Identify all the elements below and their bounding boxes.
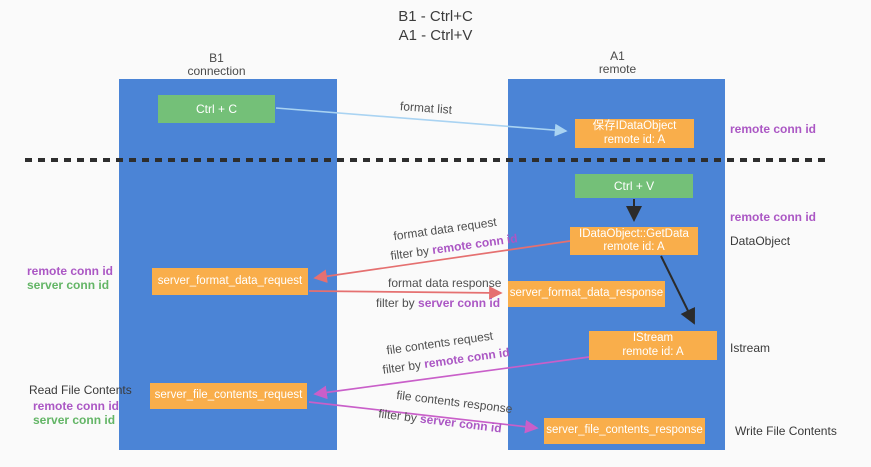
file-request-label: server_file_contents_request	[154, 389, 303, 402]
filter-by-prefix: filter by	[376, 296, 419, 310]
server-conn-id-ref: server conn id	[418, 296, 501, 310]
lane-b1-role: connection	[187, 64, 246, 78]
getdata-to-istream-arrow	[660, 255, 695, 325]
read-file-contents-annotation: Read File Contents	[29, 383, 132, 397]
remote-conn-id-annotation-bottom-left: remote conn id	[33, 399, 120, 413]
format-data-response-arrow	[308, 286, 503, 300]
remote-conn-id-annotation-left: remote conn id	[27, 264, 114, 278]
server-format-data-request-node: server_format_data_request	[152, 268, 308, 295]
save-dataobject-line2: remote id: A	[603, 133, 666, 146]
getdata-line1: IDataObject::GetData	[579, 227, 689, 240]
istream-node: IStream remote id: A	[589, 331, 717, 360]
server-file-contents-request-node: server_file_contents_request	[150, 383, 307, 409]
file-response-label: server_file_contents_response	[546, 424, 703, 437]
server-conn-id-annotation-bottom-left: server conn id	[33, 413, 116, 427]
server-file-contents-response-node: server_file_contents_response	[544, 418, 705, 444]
ctrl-v-node: Ctrl + V	[575, 174, 693, 198]
remote-conn-id-annotation-mid: remote conn id	[730, 210, 817, 224]
lane-b1-name: B1	[209, 51, 224, 65]
dataobject-annotation: DataObject	[730, 234, 791, 248]
diagram-title: B1 - Ctrl+C A1 - Ctrl+V	[0, 7, 871, 45]
lane-header-b1: B1 connection	[110, 52, 323, 78]
save-dataobject-line1: 保存IDataObject	[592, 120, 677, 132]
istream-line2: remote id: A	[622, 345, 684, 358]
lane-a1-role: remote	[598, 62, 637, 76]
format-request-label: server_format_data_request	[157, 274, 303, 287]
server-format-data-response-node: server_format_data_response	[508, 281, 665, 307]
format-data-response-label: format data response	[388, 276, 502, 290]
ctrl-c-label: Ctrl + C	[195, 102, 237, 116]
title-line-2: A1 - Ctrl+V	[398, 27, 473, 44]
remote-conn-id-annotation-top: remote conn id	[730, 122, 817, 136]
idataobject-getdata-node: IDataObject::GetData remote id: A	[570, 227, 698, 255]
istream-annotation: Istream	[730, 341, 771, 355]
lane-a1-name: A1	[610, 49, 625, 63]
file-contents-request-arrow	[313, 356, 590, 400]
ctrl-c-node: Ctrl + C	[158, 95, 275, 123]
file-contents-response-arrow	[308, 401, 539, 434]
lane-header-a1: A1 remote	[510, 50, 725, 76]
getdata-line2: remote id: A	[603, 241, 665, 253]
title-line-1: B1 - Ctrl+C	[398, 8, 473, 25]
istream-line1: IStream	[632, 332, 674, 344]
filter-by-server-label-1: filter by server conn id	[376, 296, 500, 310]
format-response-label: server_format_data_response	[509, 287, 664, 300]
server-conn-id-annotation-left: server conn id	[27, 278, 110, 292]
format-list-arrow	[275, 107, 568, 137]
ctrl-v-label: Ctrl + V	[613, 179, 655, 193]
format-data-request-arrow	[313, 240, 571, 284]
write-file-contents-annotation: Write File Contents	[735, 424, 837, 438]
save-dataobject-node: 保存IDataObject remote id: A	[575, 119, 694, 148]
phase-separator-dashed-line	[25, 158, 831, 162]
